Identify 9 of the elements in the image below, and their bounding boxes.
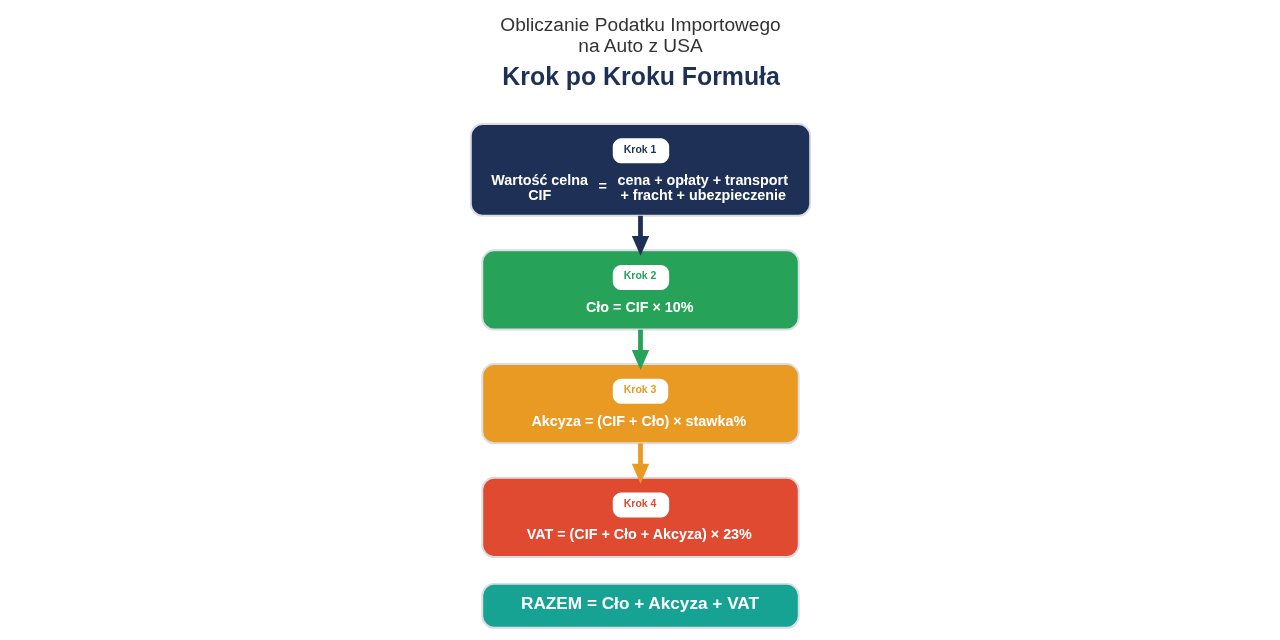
node-box: Krok 4 VAT = (CIF + Cło + Akcyza) × 23% [480,476,800,559]
node-box: RAZEM = Cło + Akcyza + VAT [480,582,800,629]
arrow [631,443,649,484]
node-box: Krok 3 Akcyza = (CIF + Cło) × stawka% [480,363,800,445]
diagram-title: Obliczanie Podatku Importowego na Auto z USA [499,14,781,57]
node-box: Krok 2 Cło = CIF × 10% [480,249,800,331]
label: Krok po Kroku Formuła [501,62,780,90]
arrow [631,329,649,370]
arrow [631,215,649,256]
